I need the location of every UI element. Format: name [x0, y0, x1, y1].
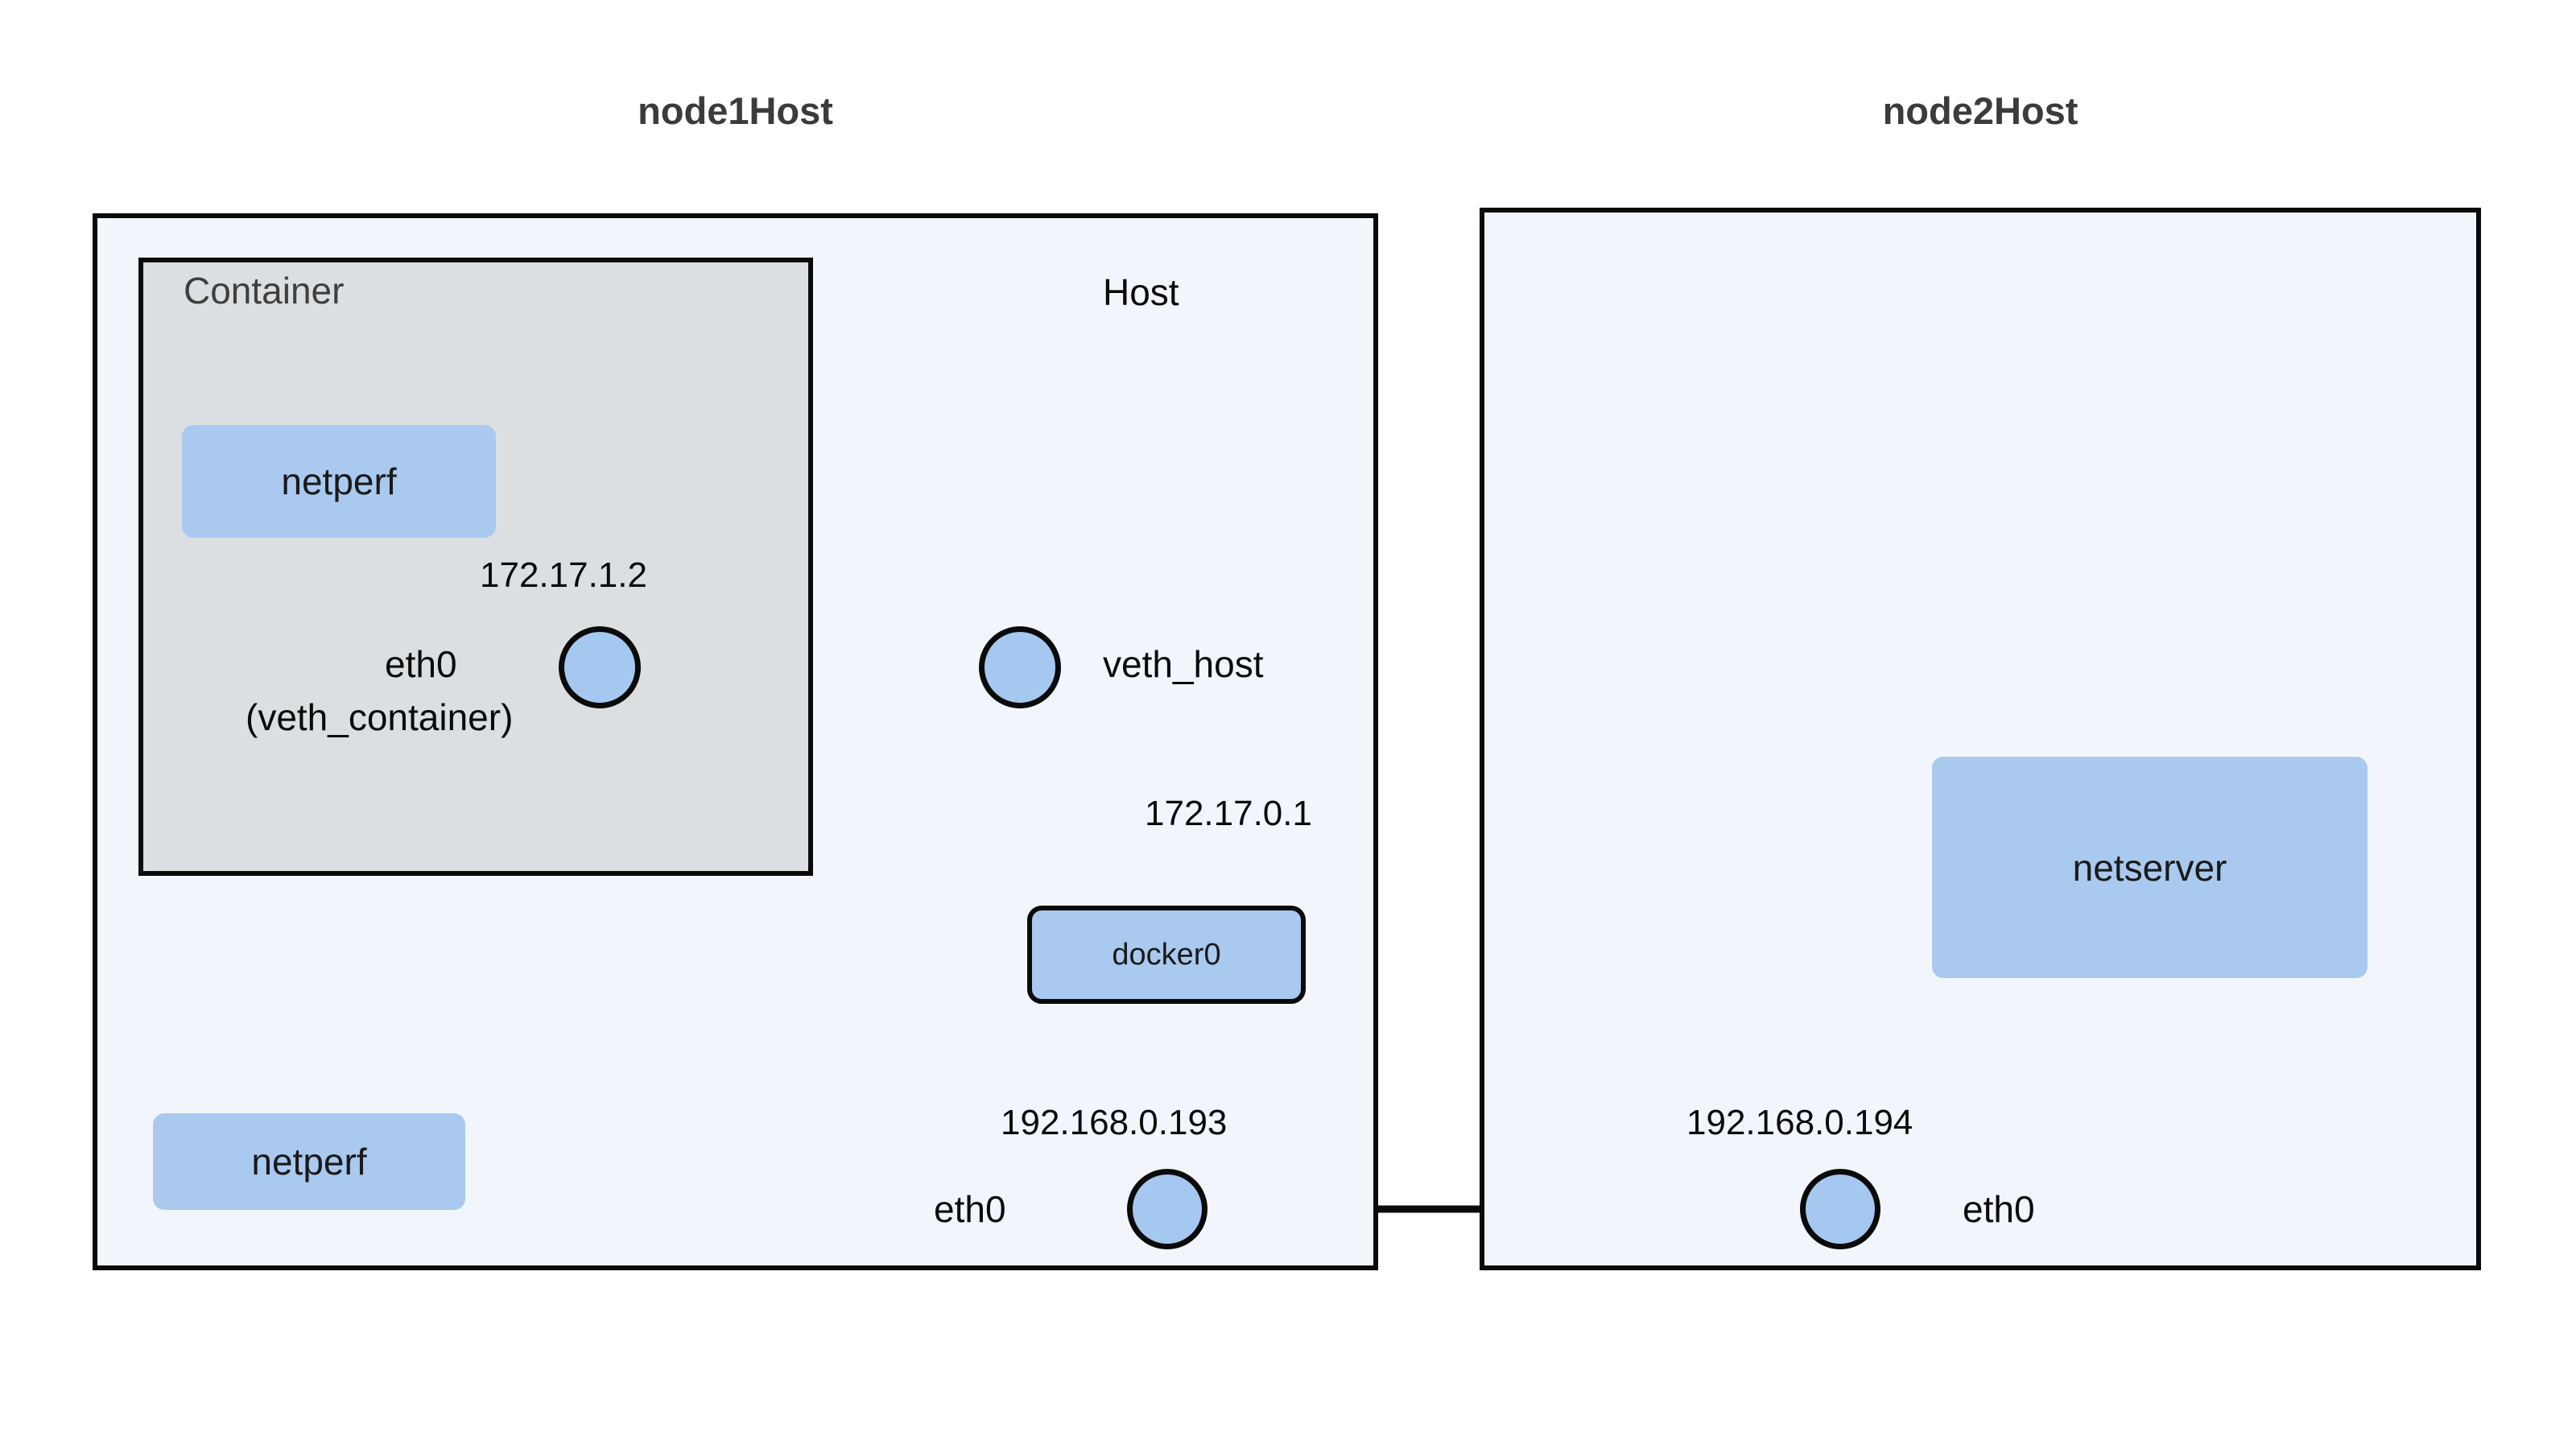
- nic-label-eth0-node2: eth0: [1963, 1188, 2035, 1230]
- nic-label-eth0-container: eth0: [385, 643, 457, 685]
- docker0-bridge: docker0: [1027, 906, 1306, 1004]
- nic-veth-host: [979, 626, 1061, 708]
- nic-eth0-veth-container: [559, 626, 641, 708]
- nic-alias-veth-container: (veth_container): [246, 696, 514, 738]
- ip-label-veth-container: 172.17.1.2: [480, 555, 647, 595]
- ip-label-eth0-node2: 192.168.0.194: [1686, 1103, 1913, 1142]
- host-region-label: Host: [1103, 271, 1179, 313]
- nic-eth0-node2: [1800, 1169, 1880, 1249]
- nic-label-veth-host: veth_host: [1103, 643, 1264, 685]
- netperf-process-container: netperf: [182, 425, 496, 538]
- nic-label-eth0-node1: eth0: [934, 1188, 1006, 1230]
- ip-label-eth0-node1: 192.168.0.193: [1001, 1103, 1228, 1142]
- nic-eth0-node1: [1127, 1169, 1208, 1249]
- ip-label-docker0: 172.17.0.1: [1145, 794, 1312, 833]
- node2-host-boundary: [1480, 208, 2481, 1270]
- netperf-process-host: netperf: [153, 1113, 465, 1210]
- container-boundary: [138, 258, 813, 876]
- node2-host-title: node2Host: [1882, 89, 2079, 132]
- node1-host-title: node1Host: [638, 89, 833, 132]
- container-label: Container: [184, 270, 345, 312]
- netserver-process: netserver: [1932, 757, 2368, 978]
